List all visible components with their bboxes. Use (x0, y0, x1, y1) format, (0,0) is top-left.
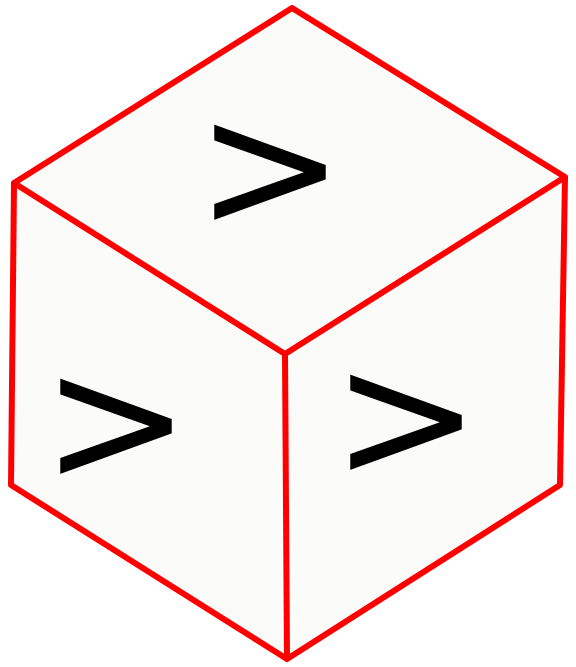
left-face-symbol: > (41, 317, 190, 524)
inner-edge-right (282, 174, 568, 357)
inner-edge-vertical (282, 351, 290, 662)
right-face (285, 177, 565, 659)
right-face-symbol: > (331, 313, 480, 520)
left-face (11, 183, 287, 659)
inner-edge-left (11, 180, 288, 357)
top-face-symbol: > (195, 63, 344, 270)
